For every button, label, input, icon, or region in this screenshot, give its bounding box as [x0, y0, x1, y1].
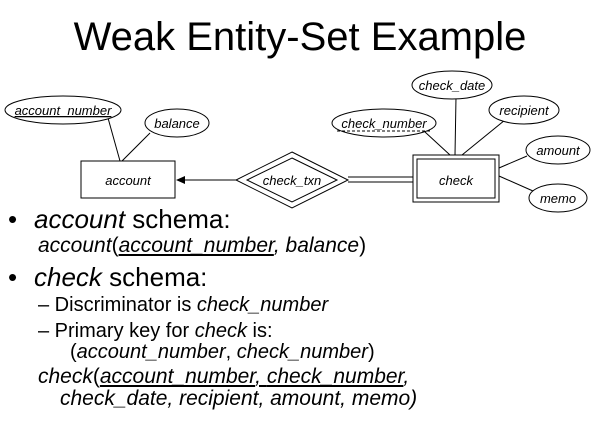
check-other-attributes: check_date, recipient, amount, memo) [60, 387, 418, 410]
discriminator-value: check_number [196, 294, 329, 316]
entity-check-label: check [439, 173, 474, 188]
attr-amount [525, 135, 591, 165]
attr-memo-label: memo [540, 191, 576, 206]
primary-key-line: – Primary key for check is: [38, 320, 273, 342]
attr-check-date [411, 70, 493, 100]
arrow-head-icon [176, 176, 185, 184]
attr-check-number-label: check_number [341, 116, 427, 131]
slide-title: Weak Entity-Set Example [73, 15, 527, 59]
check-schema-name: check [34, 262, 102, 292]
bullet-dot-icon: • [8, 204, 18, 234]
amount-link [498, 155, 528, 169]
relationship-check-txn-inner [245, 157, 339, 203]
attr-amount-label: amount [536, 143, 581, 158]
attr-recipient-label: recipient [499, 103, 550, 118]
attr-account-number-label: account_number [15, 103, 113, 118]
memo-link [498, 175, 534, 192]
bullet-dot-icon: • [8, 262, 18, 292]
entity-account-label: account [105, 173, 152, 188]
check-relation-name: check [38, 365, 93, 388]
account-other-attributes: , balance [273, 234, 360, 257]
discriminator-line: – Discriminator is check_number [38, 294, 329, 316]
check-key-check-number: check_number [266, 365, 404, 388]
account-schema-definition: account(account_number, balance) [38, 234, 367, 257]
relationship-check-txn-label: check_txn [263, 173, 322, 188]
account-schema-name: account [34, 204, 126, 234]
relationship-check-txn-outer [234, 151, 350, 209]
bullet-account-schema: • account schema: [8, 204, 231, 234]
account-schema-suffix: schema: [125, 204, 231, 234]
er-diagram: account check check_txn account_number b… [4, 70, 591, 213]
check-schema-suffix: schema: [101, 262, 208, 292]
primary-key-value: (account_number, check_number) [70, 341, 375, 363]
attr-recipient [488, 95, 560, 125]
check-schema-definition: check(account_number, check_number, [38, 365, 410, 388]
attr-check-number [331, 108, 437, 138]
entity-check-outer-box [412, 154, 500, 203]
entity-account-box [80, 160, 176, 199]
attr-check-date-label: check_date [419, 78, 486, 93]
attr-balance-label: balance [154, 116, 200, 131]
account-primary-key: account_number [118, 234, 274, 257]
attr-balance [144, 108, 210, 138]
account-relation-name: account [38, 234, 112, 257]
bullet-check-schema: • check schema: [8, 262, 207, 292]
account-number-link [107, 117, 121, 162]
attr-account-number [4, 95, 122, 125]
check-number-link [424, 131, 451, 156]
check-schema-definition-cont: check_date, recipient, amount, memo) [60, 387, 417, 411]
entity-check-inner-box [416, 158, 496, 199]
recipient-link [461, 119, 506, 156]
check-date-link [454, 96, 457, 156]
check-key-account-number: account_number [99, 365, 256, 388]
attr-memo [528, 183, 588, 213]
balance-link [121, 132, 151, 162]
